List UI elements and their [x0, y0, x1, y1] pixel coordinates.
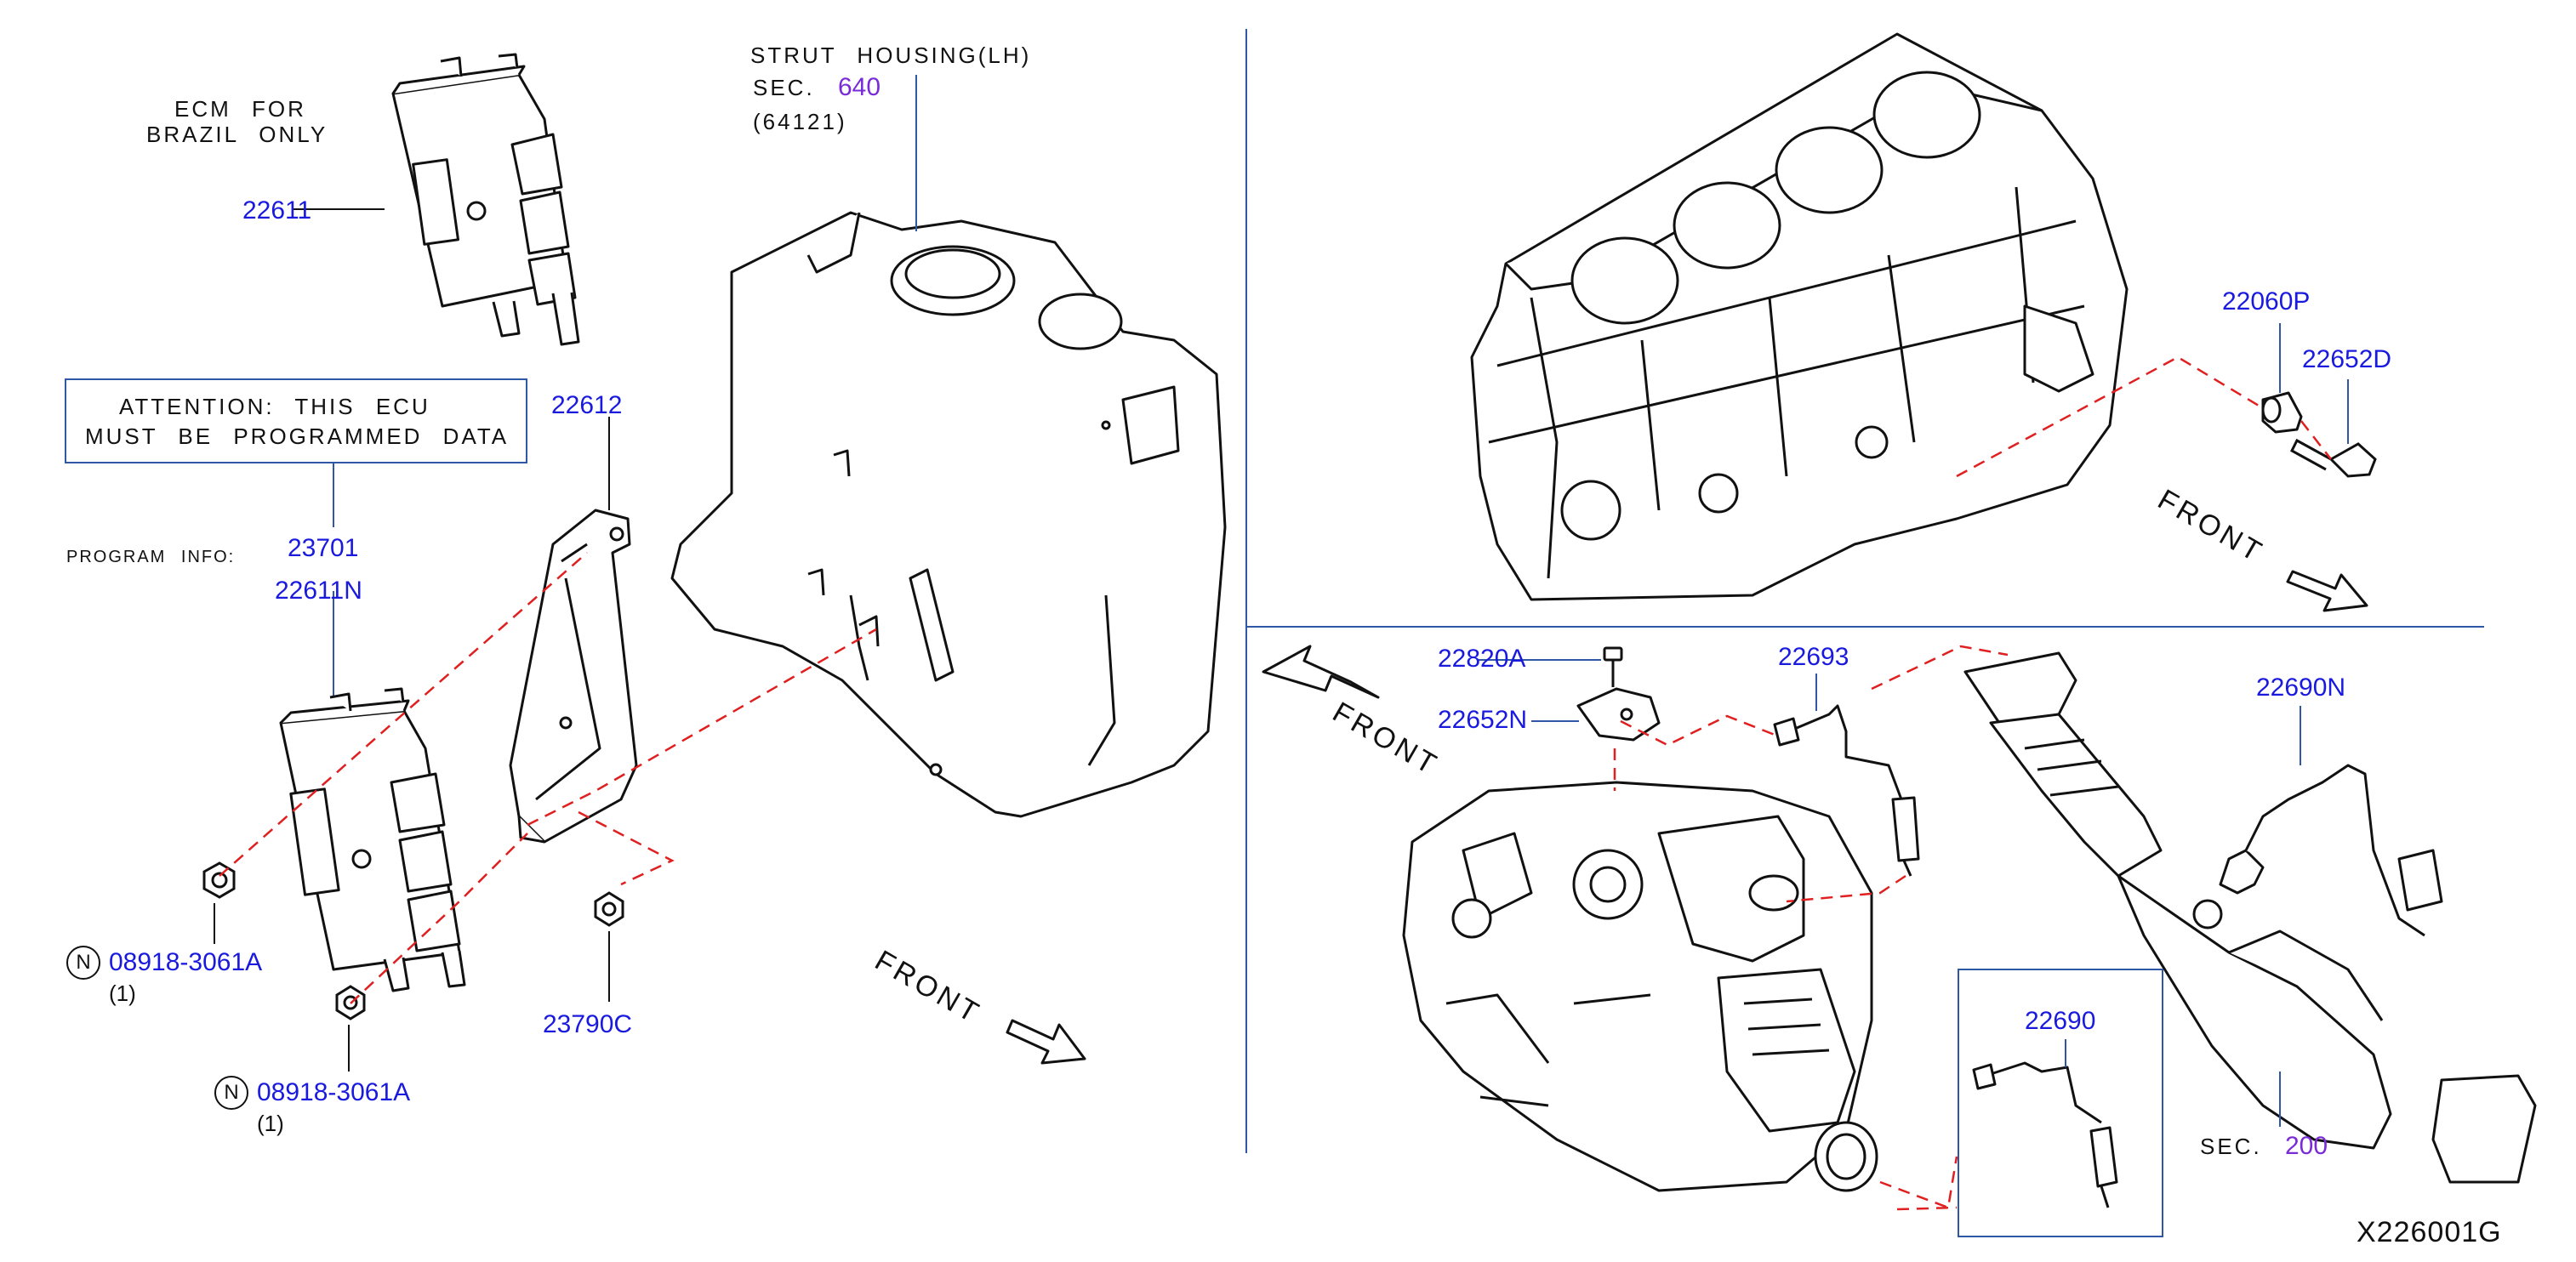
quantity-b: (1)	[257, 1111, 284, 1136]
ecm-module-icon	[391, 53, 580, 346]
inset-box-22690	[1958, 969, 2163, 1237]
bracket-icon	[509, 509, 638, 844]
engine-block-icon	[1470, 32, 2129, 601]
section-ref-640[interactable]: 640	[838, 73, 881, 101]
oxygen-sensor-icon	[2192, 764, 2443, 937]
brazil-only-note: BRAZIL ONLY	[146, 122, 328, 147]
quantity-a: (1)	[109, 981, 136, 1006]
part-22820A[interactable]: 22820A	[1438, 645, 1526, 673]
front-arrow-icon	[2286, 570, 2368, 612]
bracket-icon	[1576, 687, 1661, 742]
strut-part-number: (64121)	[753, 109, 847, 134]
diagram-code: X226001G	[2357, 1216, 2502, 1248]
attention-box	[65, 378, 527, 463]
bolt-icon	[2290, 438, 2377, 478]
program-info-label: PROGRAM INFO:	[66, 548, 236, 566]
part-22612[interactable]: 22612	[551, 391, 623, 419]
front-arrow-icon	[1006, 1019, 1086, 1065]
n-symbol-icon: N	[66, 946, 100, 980]
catalytic-converter-icon	[1963, 651, 2537, 1184]
sec-prefix-strut: SEC.	[753, 75, 815, 100]
part-08918-3061A-a[interactable]: 08918-3061A	[109, 948, 263, 976]
oxygen-sensor-icon	[1972, 1061, 2118, 1208]
part-22611N[interactable]: 22611N	[275, 577, 362, 605]
knock-sensor-icon	[2261, 391, 2303, 434]
part-23701[interactable]: 23701	[288, 534, 359, 562]
part-22693[interactable]: 22693	[1778, 643, 1849, 671]
part-22060P[interactable]: 22060P	[2222, 287, 2311, 316]
ecm-for-note: ECM FOR	[174, 96, 306, 122]
attention-line-2: MUST BE PROGRAMMED DATA	[85, 424, 510, 449]
nut-icon	[594, 891, 624, 927]
part-22690[interactable]: 22690	[2025, 1007, 2096, 1035]
red-leader-knock	[1956, 355, 2332, 478]
part-22652D[interactable]: 22652D	[2302, 345, 2392, 373]
strut-housing-icon	[670, 211, 1227, 818]
oxygen-sensor-icon	[1773, 704, 1920, 877]
attention-line-1: ATTENTION: THIS ECU	[119, 394, 430, 419]
front-arrow-icon	[1262, 645, 1380, 699]
engine-assembly-icon	[1402, 781, 1878, 1192]
red-leader-lines	[1613, 645, 2009, 1211]
ecm-module-icon	[279, 687, 466, 992]
n-symbol-icon: N	[214, 1076, 248, 1110]
part-08918-3061A-b[interactable]: 08918-3061A	[257, 1078, 411, 1106]
part-22652N[interactable]: 22652N	[1438, 706, 1528, 734]
red-leader-lines	[219, 552, 877, 1004]
strut-housing-label: STRUT HOUSING(LH)	[750, 43, 1032, 68]
bolt-icon	[1603, 646, 1623, 687]
nut-icon	[202, 861, 236, 899]
sec-prefix-exhaust: SEC.	[2200, 1134, 2262, 1159]
panel-dividers	[1245, 29, 2484, 1153]
section-ref-200[interactable]: 200	[2285, 1132, 2328, 1160]
part-22611[interactable]: 22611	[242, 196, 312, 225]
part-23790C[interactable]: 23790C	[543, 1010, 633, 1038]
part-22690N[interactable]: 22690N	[2256, 674, 2346, 702]
